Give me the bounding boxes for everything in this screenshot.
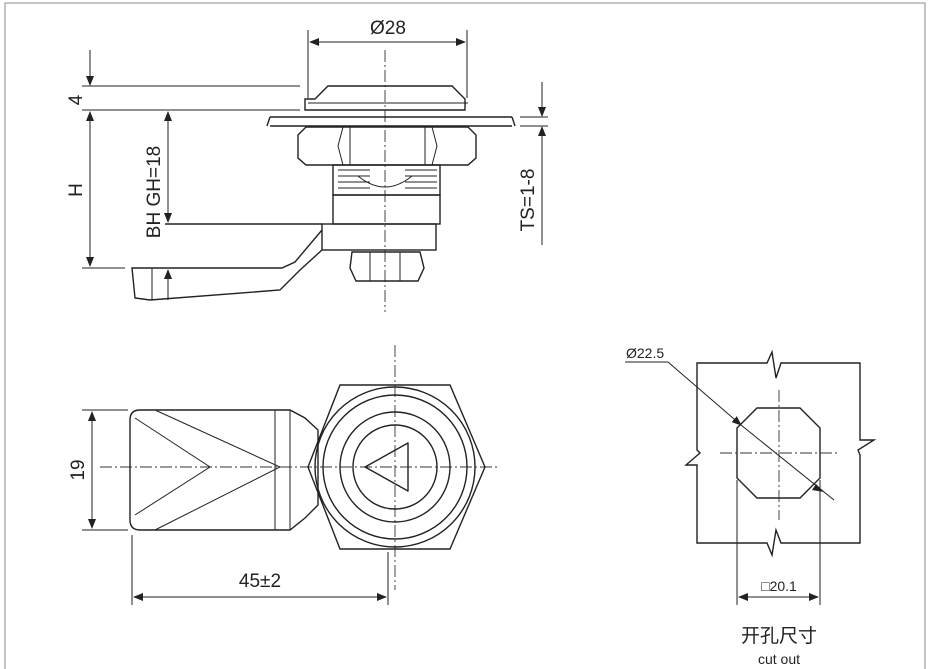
side-dimensions: Ø28 4 H BH GH=18 TS=1-8 [66, 18, 548, 300]
dim-ts: TS=1-8 [518, 169, 539, 232]
dim-height-4: 4 [66, 94, 87, 105]
frame-border [4, 2, 926, 669]
dim-diameter-28: Ø28 [370, 18, 406, 39]
dim-square-20-1: □20.1 [761, 578, 797, 594]
cutout-title-en: cut out [758, 651, 800, 667]
front-dimensions: 19 45±2 [68, 409, 389, 605]
dim-width-19: 19 [68, 459, 89, 480]
front-view [100, 345, 500, 590]
dim-height-h: H [66, 183, 87, 197]
dim-length-45: 45±2 [239, 571, 281, 592]
dim-bh-gh: BH GH=18 [144, 146, 165, 238]
side-view [131, 50, 516, 312]
dim-diameter-22-5: Ø22.5 [626, 345, 664, 361]
cutout-title-cn: 开孔尺寸 [741, 625, 817, 647]
cutout-view: Ø22.5 □20.1 开孔尺寸 cut out [625, 345, 877, 667]
